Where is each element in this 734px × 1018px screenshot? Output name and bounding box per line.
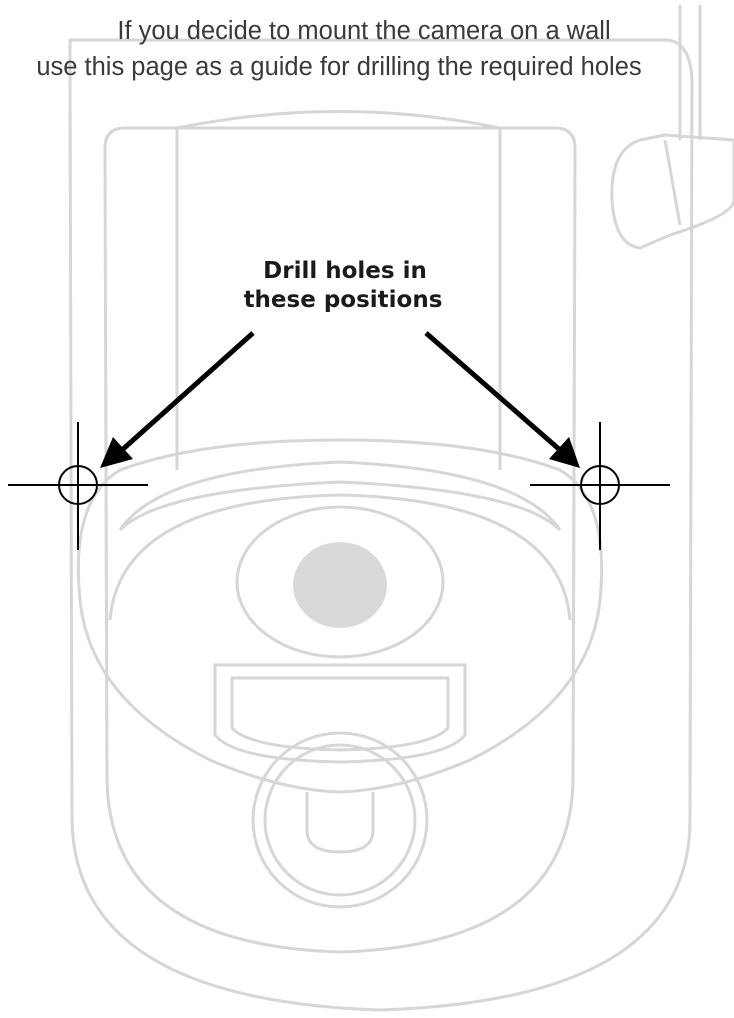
right-arrow-icon xyxy=(424,331,580,468)
camera-body-outline xyxy=(68,38,694,1012)
dome-inner-curve xyxy=(108,493,572,621)
callout-line-1: Drill holes in xyxy=(263,258,427,284)
ir-window-outer xyxy=(213,663,467,764)
antenna-outline xyxy=(678,5,702,140)
side-bracket-divider xyxy=(663,139,682,226)
callout-line-2: these positions xyxy=(243,287,443,313)
front-panel-top-arc xyxy=(176,110,501,130)
bottom-dial-inner xyxy=(263,743,417,897)
left-drill-marker-icon xyxy=(8,422,148,550)
side-bracket-outline xyxy=(610,133,734,250)
bottom-dial-outer xyxy=(251,731,429,909)
instruction-line-2: use this page as a guide for drilling th… xyxy=(36,53,642,81)
right-drill-marker-icon xyxy=(530,422,670,550)
dome-ridge-outline xyxy=(118,460,562,532)
left-arrow-icon xyxy=(100,331,255,468)
lens-icon xyxy=(293,542,387,628)
ir-window-inner xyxy=(230,676,450,752)
instruction-line-1: If you decide to mount the camera on a w… xyxy=(117,17,611,45)
lens-housing-outline xyxy=(235,505,445,659)
bottom-dial-slot xyxy=(305,792,375,854)
